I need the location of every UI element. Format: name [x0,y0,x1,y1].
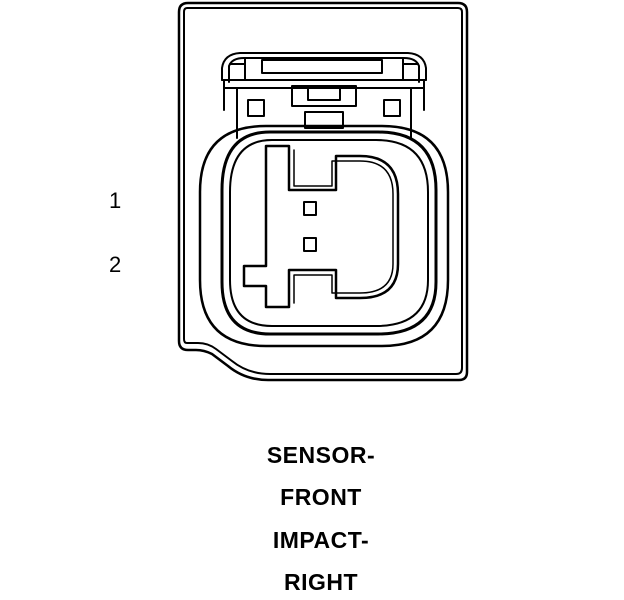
caption-line-1: SENSOR- [266,442,376,468]
connector-housing-outline [177,1,469,382]
connector-cavity-lining [229,139,429,327]
caption-line-4: RIGHT [283,569,359,595]
terminal-insert-inner [293,149,394,304]
caption-line-3: IMPACT- [272,527,370,553]
connector-cavity-outer [198,124,450,348]
connector-housing-inner [183,7,463,375]
pin-cavity-1 [303,201,317,216]
connector-cavity-inner [220,130,438,336]
terminal-insert [242,144,400,309]
pin-cavity-2 [303,237,317,252]
caption-line-2: FRONT [280,484,362,510]
pin-label-2: 2 [109,252,122,277]
pin-label-1: 1 [109,188,122,213]
